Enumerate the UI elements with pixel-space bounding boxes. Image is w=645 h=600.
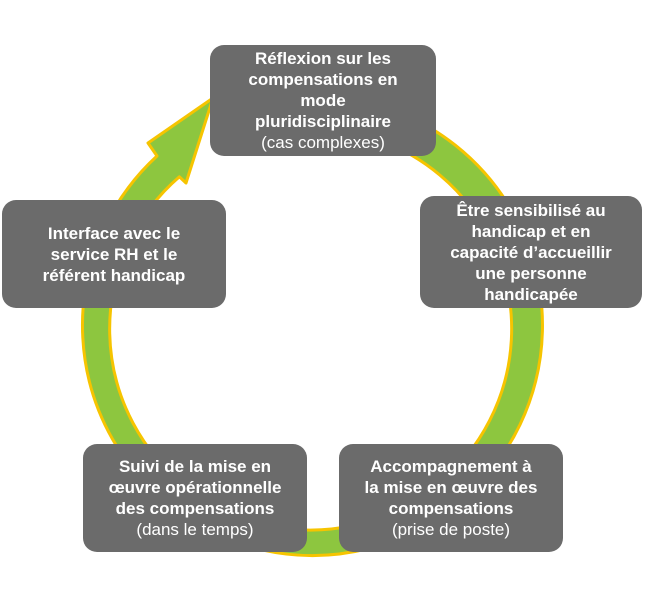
step-title: Suivi de la mise en œuvre opérationnelle…: [108, 457, 282, 518]
step-subtitle: (cas complexes): [261, 133, 385, 152]
step-title: Accompagnement à la mise en œuvre des co…: [364, 457, 538, 518]
step-subtitle: (prise de poste): [391, 520, 511, 539]
step-sensibilisation-handicap: Être sensibilisé au handicap et en capac…: [420, 196, 642, 308]
step-reflexion-compensations: Réflexion sur les compensations en mode …: [210, 45, 436, 156]
step-interface-rh: Interface avec le service RH et le référ…: [2, 200, 226, 308]
step-title: Interface avec le service RH et le référ…: [42, 223, 186, 285]
step-suivi-mise-en-oeuvre: Suivi de la mise en œuvre opérationnelle…: [83, 444, 307, 552]
step-accompagnement: Accompagnement à la mise en œuvre des co…: [339, 444, 563, 552]
cycle-arrow: [80, 96, 544, 557]
step-title: Réflexion sur les compensations en mode …: [248, 49, 398, 131]
step-title: Être sensibilisé au handicap et en capac…: [450, 200, 612, 304]
step-subtitle: (dans le temps): [136, 520, 254, 539]
